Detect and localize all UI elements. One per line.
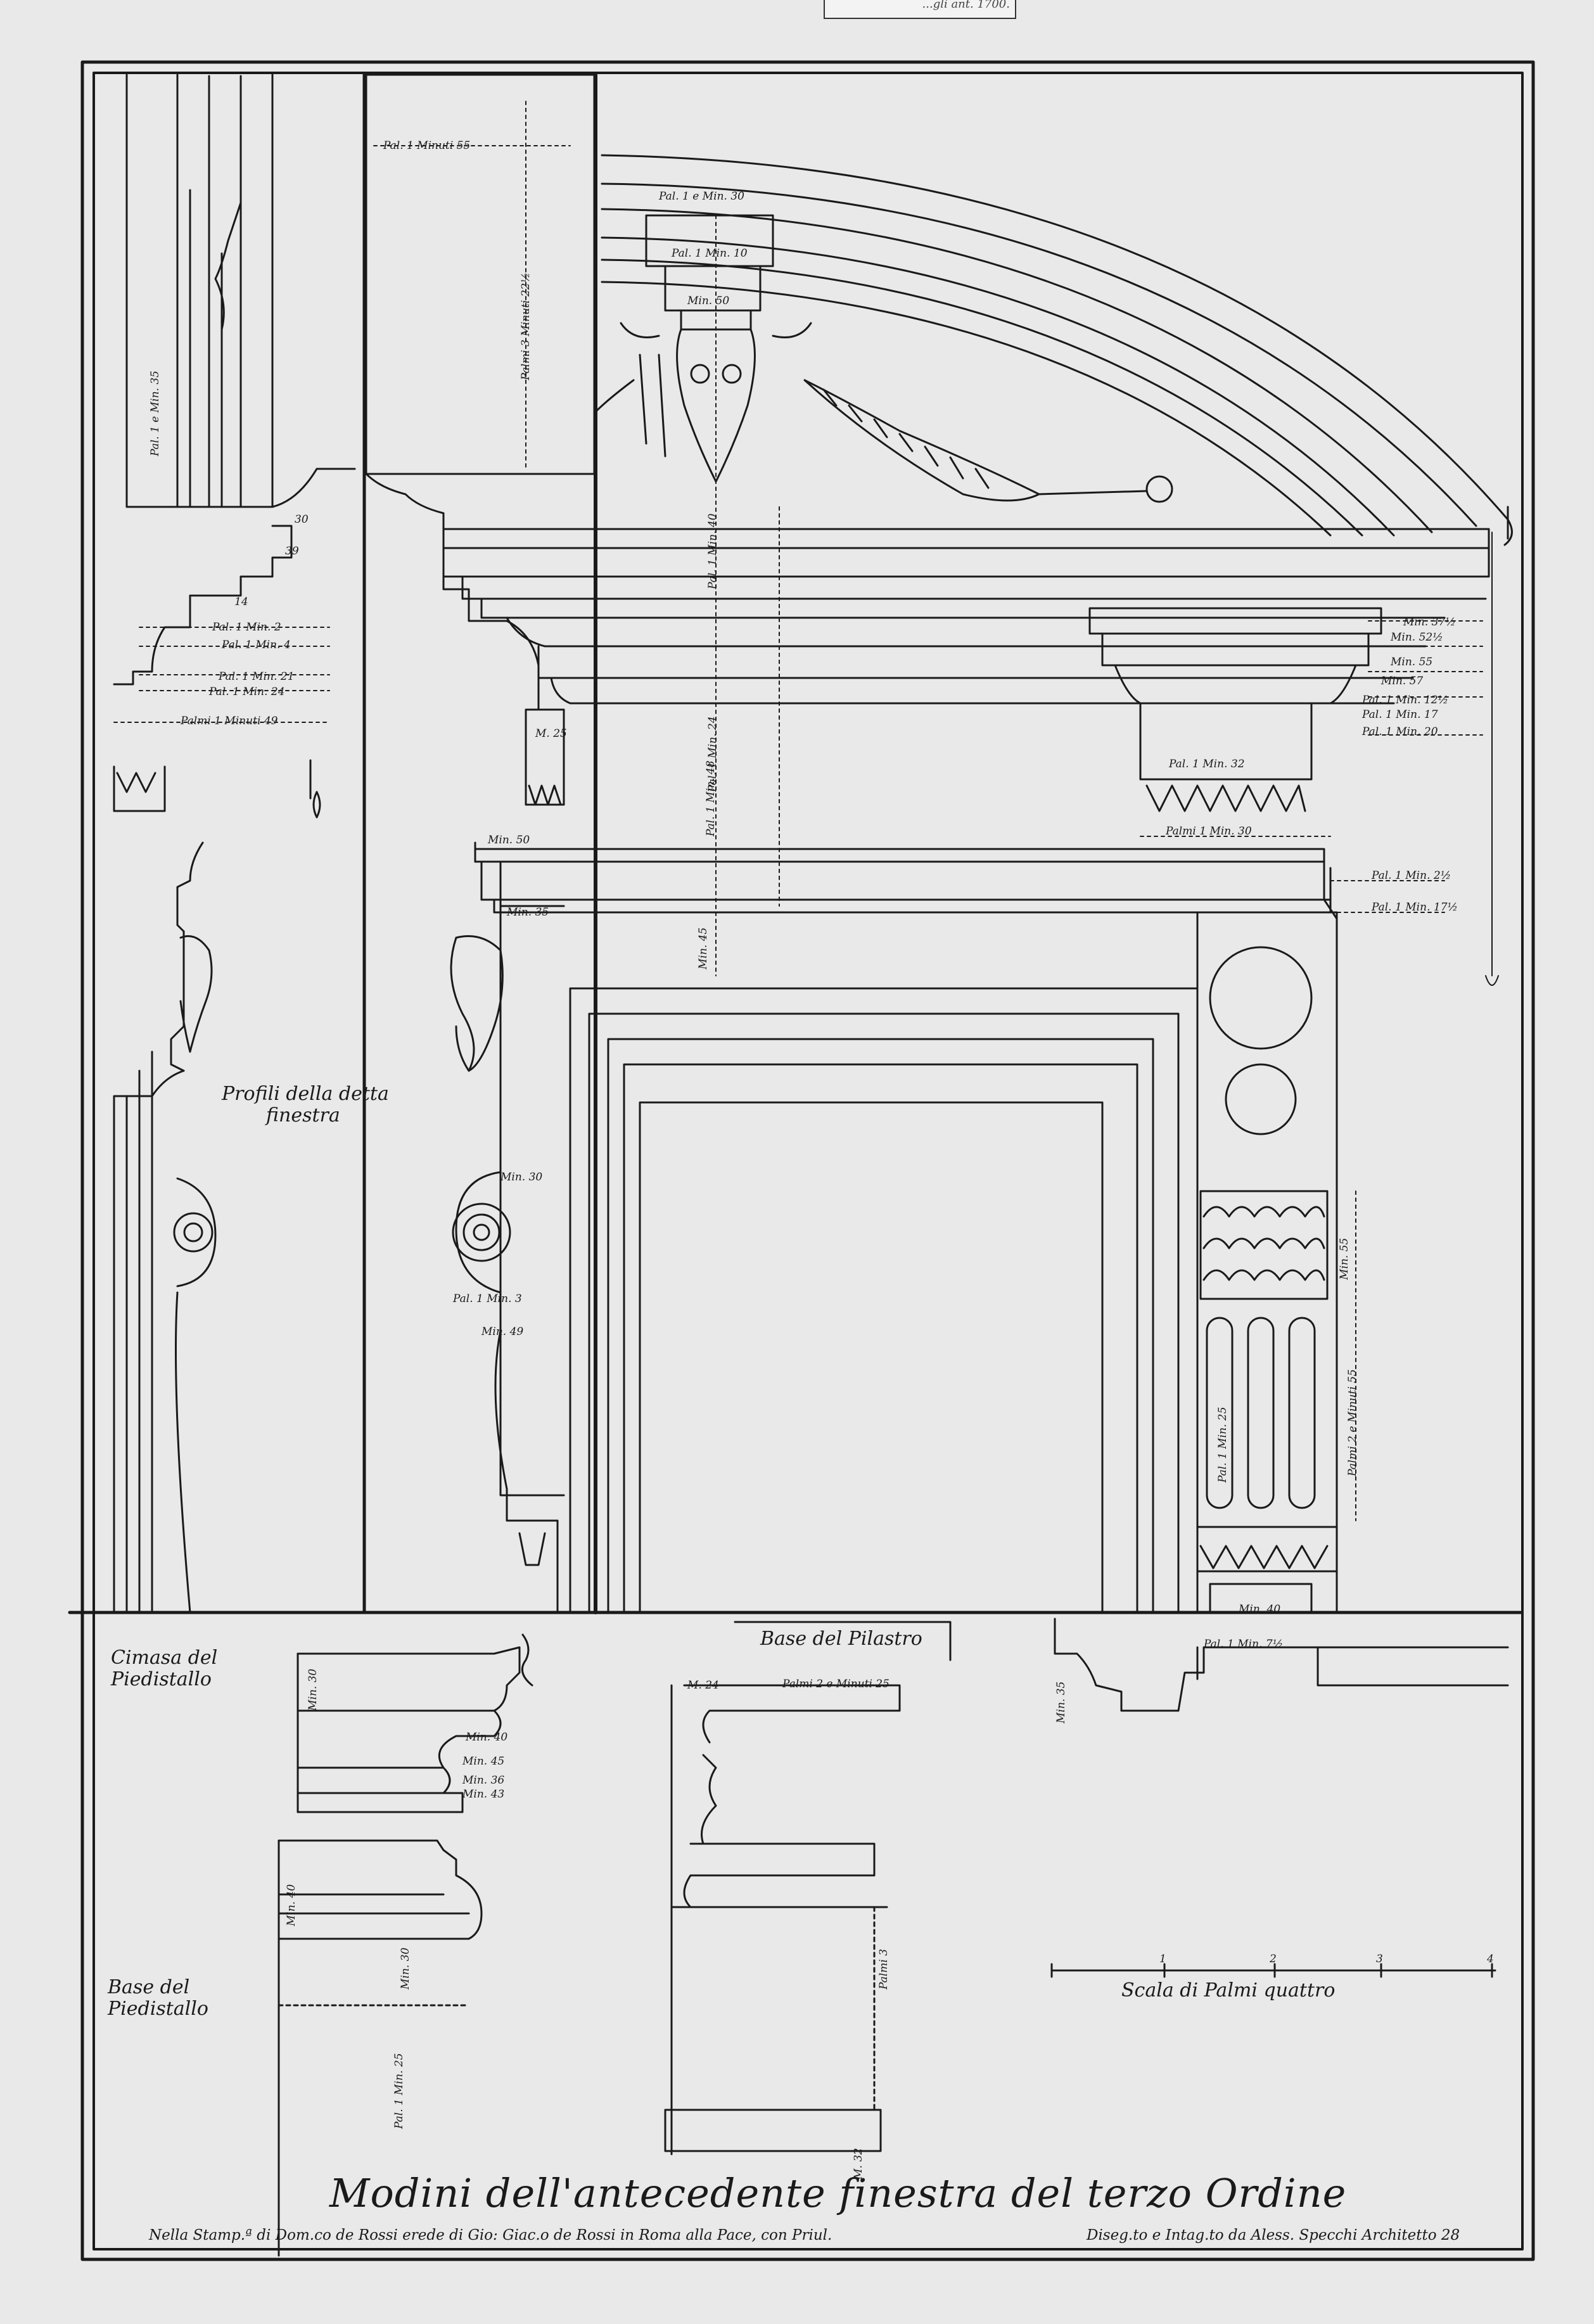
publisher-credit: Nella Stamp.ª di Dom.co de Rossi erede d… — [149, 2227, 832, 2244]
keystone — [645, 214, 774, 331]
left-profile — [113, 73, 356, 1614]
dimension-label: Palmi 1 Min. 30 — [1166, 825, 1252, 838]
dimension-label: 14 — [234, 596, 248, 608]
dimension-label: M. 24 — [687, 1679, 719, 1692]
garland-left — [594, 379, 635, 413]
artist-credit: Diseg.to e Intag.to da Aless. Specchi Ar… — [1087, 2227, 1460, 2244]
dimension-label: Min. 43 — [462, 1788, 505, 1801]
section-label-cimasa: Cimasa del Piedistallo — [111, 1647, 218, 1690]
garland-right — [803, 379, 1173, 503]
dimension-label: Min. 37½ — [1403, 616, 1456, 629]
dimension-label: Min. 50 — [488, 834, 530, 846]
cimasa-profile — [296, 1633, 533, 1813]
dimension-label: Pal. 1 Min. 7½ — [1204, 1638, 1284, 1650]
dimension-label: Pal. 1 Min. 3 — [453, 1293, 522, 1305]
section-label-profiles: Profili della detta finestra — [222, 1083, 389, 1127]
dimension-label: Pal. 1 Min. 10 — [672, 247, 748, 260]
dimension-label: Palmi 1 Minuti 49 — [181, 715, 278, 727]
dimension-label: Min. 45 — [462, 1755, 505, 1768]
lion-profiles — [179, 935, 504, 1072]
dimension-label: Pal. 1 Min. 32 — [1169, 758, 1245, 770]
dimension-label: Palmi 2 e Minuti 25 — [782, 1678, 889, 1690]
dimension-label: Pal. 1 Min. 2 — [212, 621, 281, 634]
dimension-label: Min. 40 — [1239, 1603, 1281, 1616]
pilaster — [1196, 911, 1338, 1614]
dimension-label-vertical: Min. 30 — [307, 1668, 319, 1711]
dimension-label: Min. 40 — [466, 1731, 508, 1744]
dimension-lines — [113, 101, 1483, 1521]
dimension-label: Pal. 1 Min. 17 — [1362, 708, 1438, 721]
dimension-label: Min. 55 — [1391, 656, 1433, 668]
dimension-label-vertical: Pal. 1 e Min. 35 — [149, 371, 162, 456]
dimension-label: Min. 50 — [687, 295, 730, 307]
artist-name: Diseg.to e Intag.to da Aless. Specchi Ar… — [1087, 2227, 1437, 2244]
scale-tick: 4 — [1487, 1953, 1494, 1965]
bucranium — [620, 322, 812, 483]
base-piedistallo-profile — [277, 1839, 483, 2257]
dimension-label-vertical: Min. 30 — [399, 1947, 412, 1989]
dimension-label: Pal. 1 Min. 17½ — [1372, 901, 1458, 914]
dimension-label-vertical: Min. 35 — [1055, 1681, 1068, 1723]
corner-fragment: ...gli ant. 1700. — [824, 0, 1016, 19]
dimension-label-vertical: Min. 40 — [285, 1884, 298, 1926]
dimension-label: Min. 30 — [501, 1171, 543, 1184]
plate-number: 28 — [1441, 2227, 1460, 2244]
right-pendant — [1485, 532, 1499, 986]
dimension-label-vertical: Pal. 1 Min. 25 — [393, 2053, 405, 2129]
corner-detail — [1054, 1618, 1509, 1712]
outer-border — [80, 60, 1535, 2261]
window-frame — [569, 987, 1199, 1614]
inner-border — [92, 72, 1524, 2251]
base-pilastro-profile — [664, 1621, 952, 2155]
dimension-label: Min. 36 — [462, 1774, 505, 1787]
dimension-label: Pal. 1 Min. 24 — [209, 686, 285, 698]
dimension-label-vertical: Palmi 2 e Minuti 55 — [1346, 1369, 1359, 1476]
middle-profile — [365, 73, 596, 1614]
dimension-label-vertical: Min. 55 — [1338, 1237, 1351, 1280]
dimension-label: Pal. 1 Minuti 55 — [383, 139, 471, 152]
scale-tick: 1 — [1159, 1953, 1166, 1965]
dimension-label: Pal. 1 Min. 2½ — [1372, 869, 1451, 882]
dimension-label: M. 25 — [535, 727, 567, 740]
scale-bar — [1050, 1963, 1496, 1978]
dimension-label: Pal. 1 e Min. 30 — [659, 190, 744, 203]
main-cornice — [442, 528, 1490, 705]
dimension-label-vertical: Pal. 1 Min. 24 — [706, 716, 719, 792]
dimension-label: Min. 57 — [1381, 675, 1424, 687]
dimension-label: Min. 52½ — [1391, 631, 1443, 644]
dimension-label-vertical: Palmi 3 — [877, 1948, 890, 1989]
dimension-label: Min. 35 — [507, 906, 549, 919]
scale-caption: Scala di Palmi quattro — [1121, 1979, 1336, 2002]
scale-tick: 2 — [1270, 1953, 1277, 1965]
architrave — [474, 848, 1338, 926]
section-label-base-piedistallo: Base del Piedistallo — [108, 1976, 208, 2020]
dimension-label-vertical: Min. 45 — [697, 927, 710, 969]
dimension-label: Pal. 1 Min. 12½ — [1362, 694, 1448, 706]
plate-title: Modini dell'antecedente finestra del ter… — [329, 2170, 1347, 2216]
dimension-label: Min. 49 — [481, 1325, 524, 1338]
dimension-label-vertical: Palmi 3 Minuti 22½ — [520, 272, 532, 380]
pediment-right-end — [1503, 506, 1513, 546]
dimension-label: Pal. 1 Min. 20 — [1362, 725, 1438, 738]
pediment-arcs — [601, 154, 1509, 537]
cornice-right-projection — [1088, 607, 1382, 812]
dimension-label: 39 — [285, 545, 299, 558]
dimension-label: Pal. 1 Min. 21 — [219, 670, 295, 683]
section-label-base-pilastro: Base del Pilastro — [760, 1628, 922, 1650]
dimension-label-vertical: Pal. 1 Min. 40 — [706, 513, 719, 589]
dimension-label: 30 — [295, 513, 309, 526]
dimension-label-vertical: Pal. 1 Min. 25 — [1216, 1407, 1229, 1483]
scale-tick: 3 — [1376, 1953, 1383, 1965]
dimension-label: Pal. 1 Min. 4 — [222, 639, 291, 651]
